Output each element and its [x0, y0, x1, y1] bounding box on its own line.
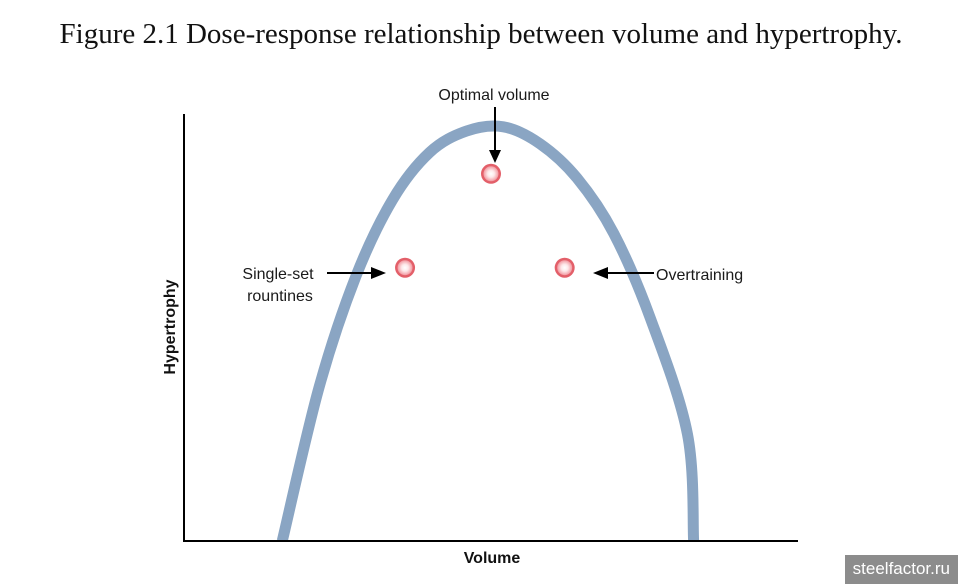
single-set-arrow — [327, 267, 386, 279]
marker-single_set — [395, 257, 416, 278]
x-axis-title: Volume — [464, 550, 521, 567]
overtraining-label: Overtraining — [656, 267, 743, 284]
watermark: steelfactor.ru — [844, 555, 958, 584]
single-set-label-line1: Single-set — [242, 266, 314, 283]
optimal-volume-label: Optimal volume — [438, 87, 549, 104]
dose-response-curve — [276, 120, 700, 540]
marker-overtraining — [554, 257, 575, 278]
optimal-volume-arrow — [489, 107, 501, 163]
figure-title: Figure 2.1 Dose-response relationship be… — [59, 18, 903, 50]
marker-optimal — [481, 163, 501, 184]
single-set-label-line2: rountines — [247, 288, 313, 305]
y-axis-title: Hypertrophy — [162, 279, 179, 374]
overtraining-arrow — [593, 267, 654, 279]
